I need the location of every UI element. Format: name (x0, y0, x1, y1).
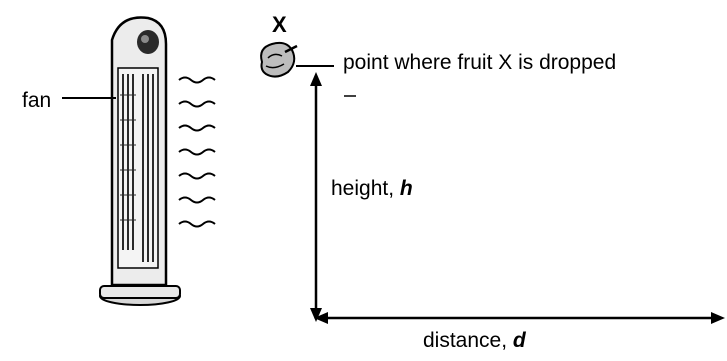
distance-label-text: distance, (423, 329, 513, 352)
wind-waves (178, 76, 216, 228)
distance-variable: d (512, 329, 526, 352)
fan-control-knob (137, 30, 159, 54)
fan-label: fan (22, 89, 52, 112)
fan-grille (122, 74, 154, 262)
distance-arrow (314, 312, 725, 324)
fruit-x-label: X (272, 12, 287, 37)
height-label: height, h (331, 178, 413, 199)
tower-fan (99, 16, 181, 306)
distance-label: distance, d (423, 330, 526, 351)
fan-base-plate (99, 285, 181, 299)
fan-grille-panel (117, 67, 159, 269)
drop-point-label: point where fruit X is dropped (343, 51, 617, 74)
height-arrow (310, 72, 322, 322)
height-label-text: height, (331, 177, 400, 200)
fruit-x-icon (260, 41, 298, 78)
height-variable: h (399, 177, 413, 200)
